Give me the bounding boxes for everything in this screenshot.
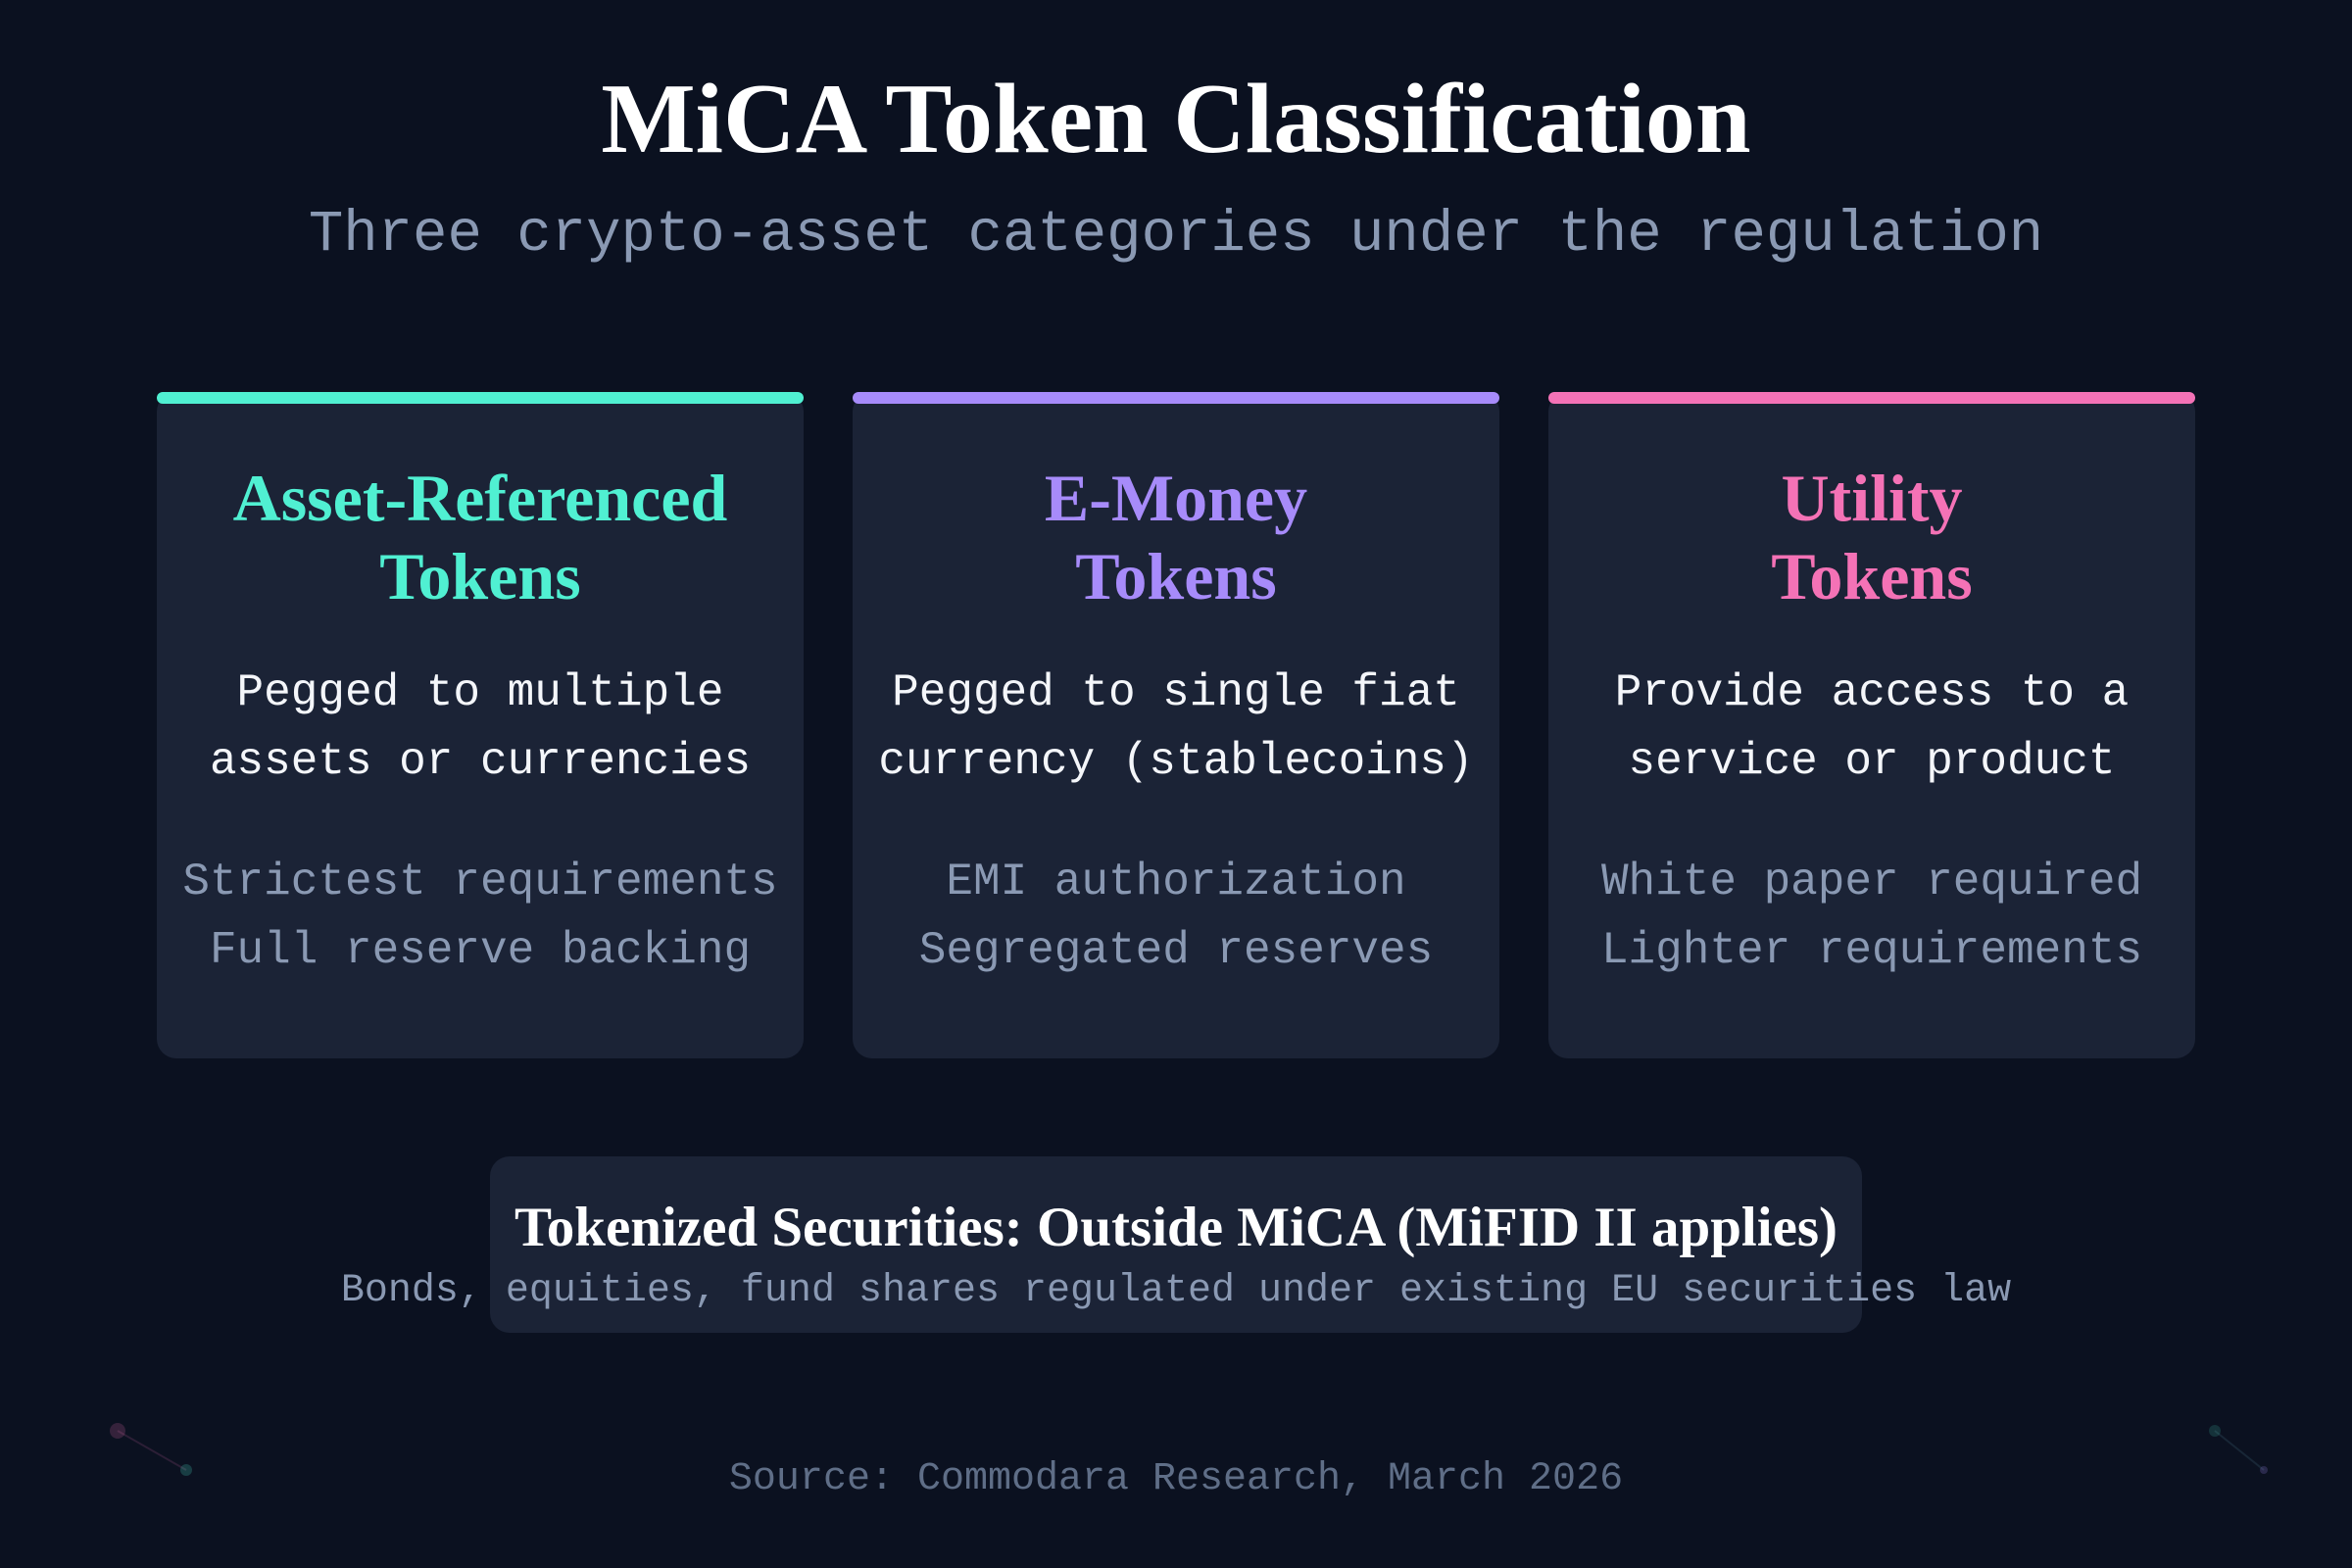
card-title-line: Asset-Referenced [232, 461, 728, 535]
note-title: Tokenized Securities: Outside MiCA (MiFI… [514, 1197, 1838, 1258]
card-description: Provide access to a service or product [1548, 659, 2195, 796]
card-description-line: Provide access to a [1614, 667, 2130, 718]
card-accent-bar [1548, 392, 2195, 404]
card-title: Utility Tokens [1548, 459, 2195, 615]
card-title-line: Utility [1781, 461, 1963, 535]
card-asset-referenced-tokens: Asset-Referenced Tokens Pegged to multip… [157, 392, 804, 1058]
card-features: White paper required Lighter requirement… [1548, 848, 2195, 985]
card-feature-line: EMI authorization [946, 857, 1406, 907]
card-description: Pegged to single fiat currency (stableco… [853, 659, 1499, 796]
card-description-line: currency (stablecoins) [878, 736, 1474, 787]
card-description: Pegged to multiple assets or currencies [157, 659, 804, 796]
card-description-line: Pegged to multiple [236, 667, 724, 718]
card-e-money-tokens: E-Money Tokens Pegged to single fiat cur… [853, 392, 1499, 1058]
note-subtitle: Bonds, equities, fund shares regulated u… [340, 1269, 2012, 1313]
card-description-line: Pegged to single fiat [892, 667, 1460, 718]
card-title: E-Money Tokens [853, 459, 1499, 615]
card-title: Asset-Referenced Tokens [157, 459, 804, 615]
card-feature-line: Segregated reserves [918, 925, 1434, 976]
card-accent-bar [157, 392, 804, 404]
page-title: MiCA Token Classification [601, 64, 1751, 174]
card-feature-line: Strictest requirements [182, 857, 778, 907]
card-title-line: Tokens [1075, 539, 1277, 613]
card-description-line: assets or currencies [209, 736, 752, 787]
card-features: Strictest requirements Full reserve back… [157, 848, 804, 985]
card-accent-bar [853, 392, 1499, 404]
tokenized-securities-note-box [490, 1156, 1862, 1333]
source-footer: Source: Commodara Research, March 2026 [728, 1457, 1624, 1501]
page-subtitle: Three crypto-asset categories under the … [308, 202, 2044, 268]
card-utility-tokens: Utility Tokens Provide access to a servi… [1548, 392, 2195, 1058]
card-feature-line: White paper required [1600, 857, 2143, 907]
card-title-line: Tokens [379, 539, 581, 613]
card-description-line: service or product [1628, 736, 2116, 787]
card-feature-line: Full reserve backing [209, 925, 752, 976]
card-features: EMI authorization Segregated reserves [853, 848, 1499, 985]
card-feature-line: Lighter requirements [1600, 925, 2143, 976]
card-title-line: Tokens [1771, 539, 1973, 613]
card-title-line: E-Money [1044, 461, 1308, 535]
